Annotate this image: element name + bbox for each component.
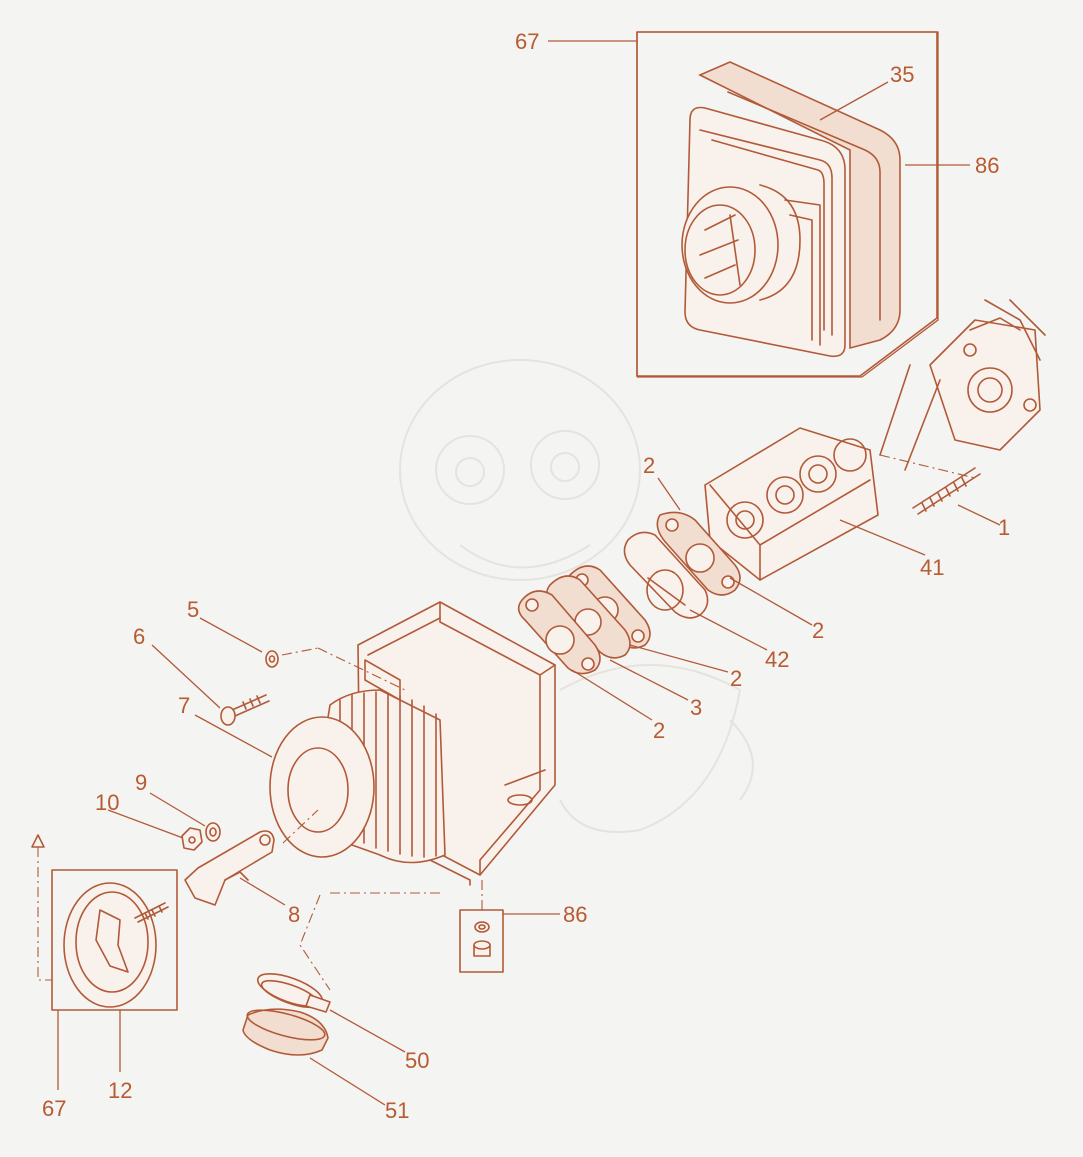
rubber-sleeve-51 [242, 1008, 329, 1056]
gasket-2-upper [656, 511, 741, 596]
washer-9 [205, 822, 221, 842]
callout-67-bottom: 67 [42, 1096, 66, 1121]
nut-10 [181, 827, 203, 851]
callout-8: 8 [288, 902, 300, 927]
callout-1: 1 [998, 515, 1010, 540]
gasket-2-lower [517, 590, 601, 675]
callout-86-bottom: 86 [563, 902, 587, 927]
spacer-block-41 [704, 427, 879, 581]
callout-41: 41 [920, 555, 944, 580]
callout-5: 5 [187, 597, 199, 622]
callout-42: 42 [765, 647, 789, 672]
inset-knob-assembly-67 [31, 834, 178, 1011]
callout-12: 12 [108, 1078, 132, 1103]
callout-7: 7 [178, 693, 190, 718]
callout-51: 51 [385, 1098, 409, 1123]
callout-2-right: 2 [812, 618, 824, 643]
bolt-6 [220, 694, 270, 726]
inset-assembly-67 [636, 31, 939, 378]
air-filter-element-7 [269, 689, 446, 864]
hose-clamp-50 [256, 973, 331, 1013]
washer-5 [265, 650, 279, 668]
drain-fitting-86 [459, 909, 504, 973]
callout-6: 6 [133, 624, 145, 649]
stud-1 [912, 467, 981, 515]
callout-2-upper: 2 [643, 453, 655, 478]
bracket-8 [184, 830, 275, 906]
callout-10: 10 [95, 790, 119, 815]
callout-35: 35 [890, 62, 914, 87]
callout-3: 3 [690, 695, 702, 720]
watermark-mascot [399, 359, 754, 833]
callout-labels: 67 35 86 2 1 41 2 42 2 3 2 5 6 7 9 10 8 … [42, 29, 1010, 1123]
callout-2-lower: 2 [653, 718, 665, 743]
callout-2-middle: 2 [730, 666, 742, 691]
carburetor-flange [879, 299, 1046, 471]
callout-86-top: 86 [975, 153, 999, 178]
callout-9: 9 [135, 770, 147, 795]
callout-67-top: 67 [515, 29, 539, 54]
callout-50: 50 [405, 1048, 429, 1073]
